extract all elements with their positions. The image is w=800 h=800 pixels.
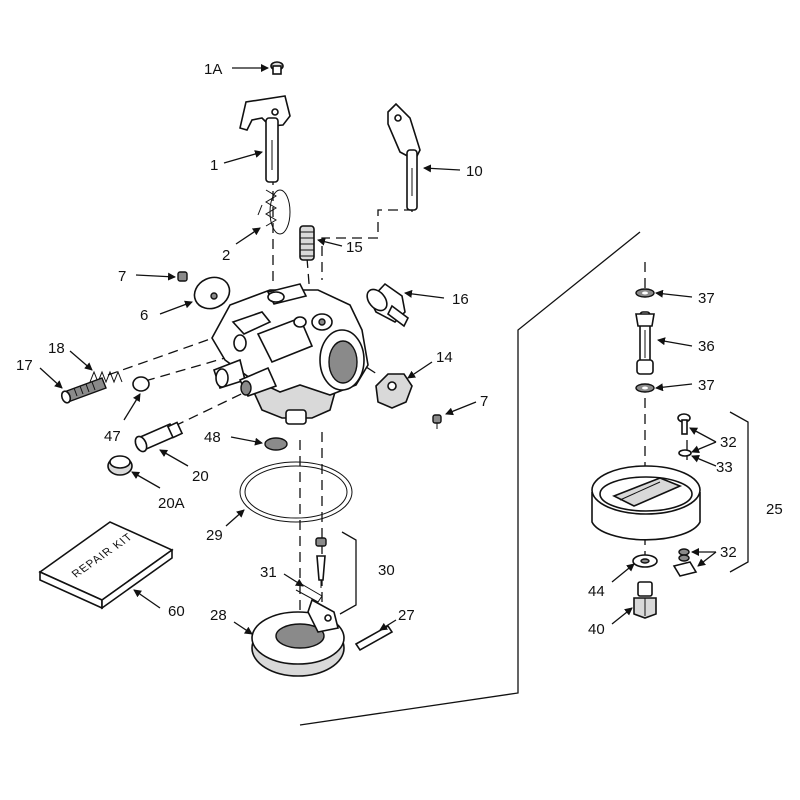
part-44-washer bbox=[632, 554, 658, 568]
part-40-bowl-nut bbox=[633, 581, 657, 619]
part-31-clip bbox=[295, 581, 323, 603]
label-32-lower: 32 bbox=[720, 544, 737, 561]
label-15: 15 bbox=[346, 239, 363, 256]
part-6-choke-plate bbox=[193, 276, 231, 310]
label-29: 29 bbox=[206, 527, 223, 544]
part-1A-screw bbox=[270, 61, 284, 75]
label-7-lower: 7 bbox=[480, 393, 488, 410]
label-14: 14 bbox=[436, 349, 453, 366]
part-37-washer-upper bbox=[635, 288, 655, 298]
label-1: 1 bbox=[210, 157, 218, 174]
part-2-spring bbox=[257, 189, 291, 235]
part-15-spring bbox=[299, 225, 315, 261]
label-28: 28 bbox=[210, 607, 227, 624]
label-36: 36 bbox=[698, 338, 715, 355]
part-60-repair-kit: REPAIR KIT bbox=[38, 521, 174, 610]
part-1-throttle-shaft bbox=[239, 95, 291, 183]
label-48: 48 bbox=[204, 429, 221, 446]
label-7-upper: 7 bbox=[118, 268, 126, 285]
part-16-fitting bbox=[366, 282, 410, 328]
part-37-washer-lower bbox=[635, 383, 655, 393]
label-31: 31 bbox=[260, 564, 277, 581]
part-labels: 1A 1 10 2 15 7 6 16 18 17 14 7 47 48 20 … bbox=[16, 61, 783, 638]
part-10-choke-shaft bbox=[387, 102, 421, 211]
part-25-float-bowl bbox=[591, 465, 701, 541]
label-37-upper: 37 bbox=[698, 290, 715, 307]
part-18-spring bbox=[89, 370, 123, 384]
part-29-gasket bbox=[239, 461, 353, 523]
part-28-float bbox=[251, 598, 345, 677]
bracket-30 bbox=[339, 531, 357, 615]
label-33: 33 bbox=[716, 459, 733, 476]
label-37-lower: 37 bbox=[698, 377, 715, 394]
part-17-screw bbox=[60, 377, 107, 404]
label-44: 44 bbox=[588, 583, 605, 600]
assembly-boundary-line bbox=[299, 231, 641, 726]
label-27: 27 bbox=[398, 607, 415, 624]
part-14-bracket bbox=[375, 373, 413, 409]
label-2: 2 bbox=[222, 247, 230, 264]
label-10: 10 bbox=[466, 163, 483, 180]
leader-lines bbox=[39, 64, 717, 635]
label-30: 30 bbox=[378, 562, 395, 579]
part-36-stem bbox=[635, 311, 655, 375]
label-25: 25 bbox=[766, 501, 783, 518]
part-20-jet bbox=[134, 421, 184, 453]
carburetor-body bbox=[211, 283, 369, 425]
label-20: 20 bbox=[192, 468, 209, 485]
part-27-pin bbox=[354, 624, 394, 652]
bracket-25 bbox=[729, 411, 749, 573]
label-40: 40 bbox=[588, 621, 605, 638]
label-32-upper: 32 bbox=[720, 434, 737, 451]
label-1A: 1A bbox=[204, 61, 222, 78]
part-48-plug bbox=[264, 437, 288, 451]
part-47-plug bbox=[132, 376, 150, 392]
label-6: 6 bbox=[140, 307, 148, 324]
part-30-needle bbox=[315, 537, 327, 588]
label-18: 18 bbox=[48, 340, 65, 357]
label-60: 60 bbox=[168, 603, 185, 620]
label-20A: 20A bbox=[158, 495, 185, 512]
label-16: 16 bbox=[452, 291, 469, 308]
part-7-screw-lower bbox=[432, 414, 442, 429]
part-20A-cap bbox=[107, 455, 133, 476]
part-7-screw-upper bbox=[177, 271, 188, 282]
part-32-drain-valve bbox=[672, 548, 698, 577]
label-47: 47 bbox=[104, 428, 121, 445]
part-32-33-needle-seat bbox=[677, 413, 692, 457]
label-17: 17 bbox=[16, 357, 33, 374]
